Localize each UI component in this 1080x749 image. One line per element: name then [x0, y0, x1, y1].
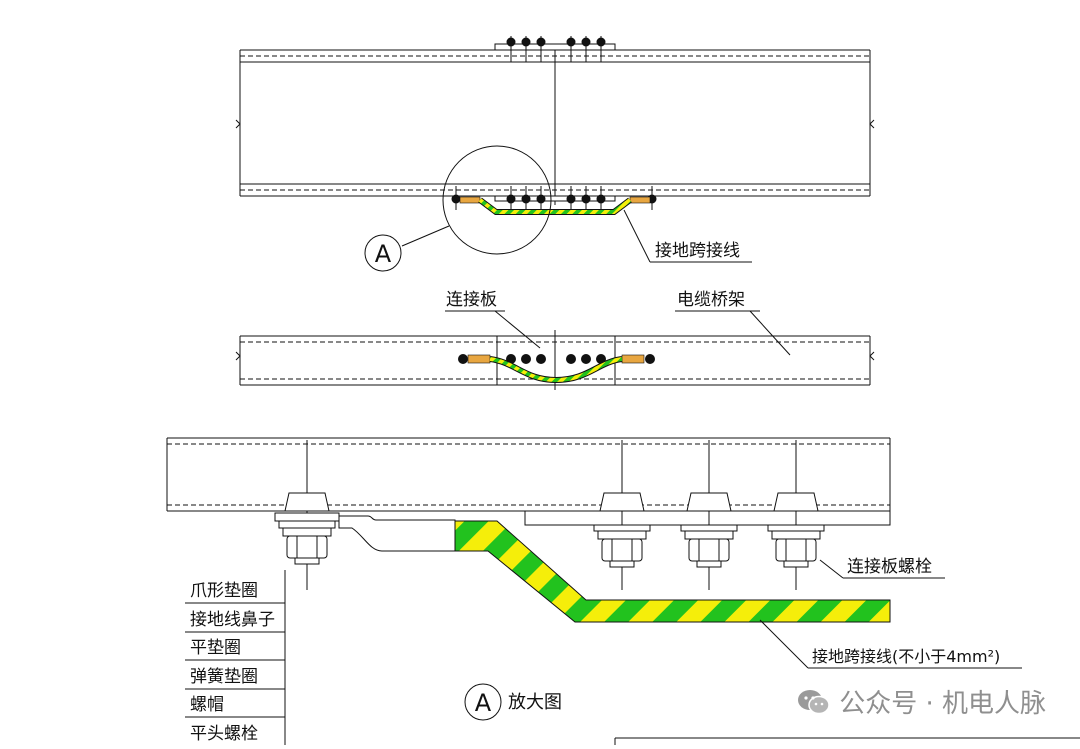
- connection-plate-label: 连接板: [446, 290, 497, 310]
- title-block-edge: [614, 737, 1080, 745]
- bolt-mark: [581, 36, 591, 62]
- bolt-mark: [596, 36, 606, 62]
- ground-jumper-spec-label: 接地跨接线(不小于4mm²): [812, 647, 1000, 666]
- enlarged-view-label: 放大图: [508, 692, 562, 713]
- bolt-mark: [581, 186, 591, 210]
- part-label: 螺帽: [190, 695, 224, 715]
- parts-leaders: [185, 570, 286, 745]
- plate-bolt-assembly: [593, 440, 651, 590]
- top-flange-bolts: [506, 36, 606, 62]
- part-label: 爪形垫圈: [190, 581, 258, 601]
- plate-bolt-assembly: [767, 440, 825, 590]
- watermark-text: 公众号 · 机电人脉: [839, 689, 1046, 719]
- cable-tray-label: 电缆桥架: [677, 290, 745, 310]
- part-label: 平垫圈: [190, 638, 241, 658]
- plate-bolt-label: 连接板螺栓: [847, 557, 932, 577]
- part-label: 接地线鼻子: [190, 610, 275, 630]
- bolt-mark: [451, 186, 461, 210]
- bolt-mark: [521, 36, 531, 62]
- enlarged-tray: [166, 437, 891, 526]
- bolt-mark: [536, 36, 546, 62]
- watermark: 公众号 · 机电人脉: [797, 683, 1046, 720]
- bolt-mark: [521, 186, 531, 210]
- bolt-mark: [596, 186, 606, 210]
- ground-jumper-top: [459, 196, 651, 215]
- part-label: 平头螺栓: [190, 724, 258, 744]
- enlarged-marker-letter: A: [475, 689, 492, 717]
- bolt-mark: [506, 186, 516, 210]
- ground-bolt-assembly: [274, 440, 456, 590]
- mid-leaders: [445, 310, 791, 356]
- bolt-mark: [566, 186, 576, 210]
- bolt-mark: [506, 36, 516, 62]
- detail-circle: [364, 145, 552, 272]
- parts-list: 爪形垫圈 接地线鼻子 平垫圈 弹簧垫圈 螺帽 平头螺栓: [190, 581, 275, 744]
- bolt-mark: [566, 36, 576, 62]
- plate-bolt-assembly: [680, 440, 738, 590]
- ground-jumper-enlarged: [454, 520, 891, 623]
- part-label: 弹簧垫圈: [190, 667, 258, 687]
- mid-bolts: [458, 354, 655, 364]
- ground-jumper-mid: [467, 354, 645, 384]
- jumper-leader: [623, 209, 752, 263]
- ground-jumper-label: 接地跨接线: [655, 241, 740, 261]
- bottom-flange-bolts: [451, 186, 657, 210]
- detail-marker-label: A: [375, 240, 392, 268]
- wechat-icon: [798, 689, 830, 714]
- bottom-leaders: [759, 559, 1022, 669]
- bolt-mark: [536, 186, 546, 210]
- top-tray-elevation: [235, 43, 875, 205]
- enlarged-marker-circle: [464, 683, 502, 721]
